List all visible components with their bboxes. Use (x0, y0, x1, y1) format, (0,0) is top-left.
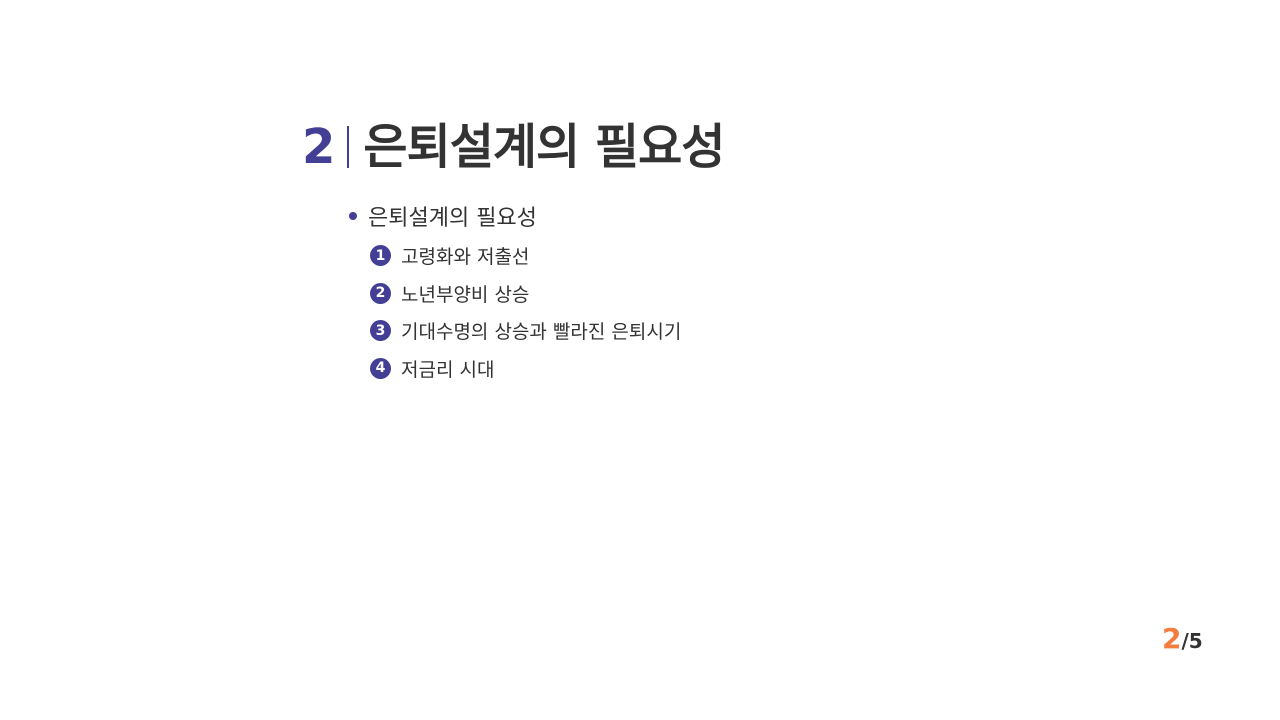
list-item-text: 저금리 시대 (401, 358, 495, 381)
list-item: 1 고령화와 저출선 (370, 237, 681, 275)
title-divider (347, 126, 350, 168)
total-pages: /5 (1181, 629, 1203, 653)
section-number: 2 (302, 119, 336, 175)
bullet-dot-icon (349, 212, 357, 220)
list-item-text: 고령화와 저출선 (401, 246, 530, 269)
number-circle-icon: 3 (370, 320, 391, 342)
list-item: 3 기대수명의 상승과 빨라진 은퇴시기 (370, 312, 681, 350)
list-item: 2 노년부양비 상승 (370, 275, 681, 313)
number-circle-icon: 1 (370, 245, 391, 267)
list-item-text: 기대수명의 상승과 빨라진 은퇴시기 (401, 321, 682, 344)
numbered-list: 1 고령화와 저출선 2 노년부양비 상승 3 기대수명의 상승과 빨라진 은퇴… (370, 237, 681, 387)
list-item-text: 노년부양비 상승 (401, 283, 530, 306)
bullet-text: 은퇴설계의 필요성 (368, 206, 537, 231)
bullet-heading: 은퇴설계의 필요성 (349, 200, 537, 232)
current-page: 2 (1162, 622, 1182, 655)
slide-title: 2 은퇴설계의 필요성 (302, 118, 725, 176)
number-circle-icon: 2 (370, 282, 391, 304)
list-item: 4 저금리 시대 (370, 350, 681, 388)
number-circle-icon: 4 (370, 357, 391, 379)
title-text: 은퇴설계의 필요성 (363, 119, 725, 175)
page-indicator: 2/5 (1162, 622, 1203, 655)
